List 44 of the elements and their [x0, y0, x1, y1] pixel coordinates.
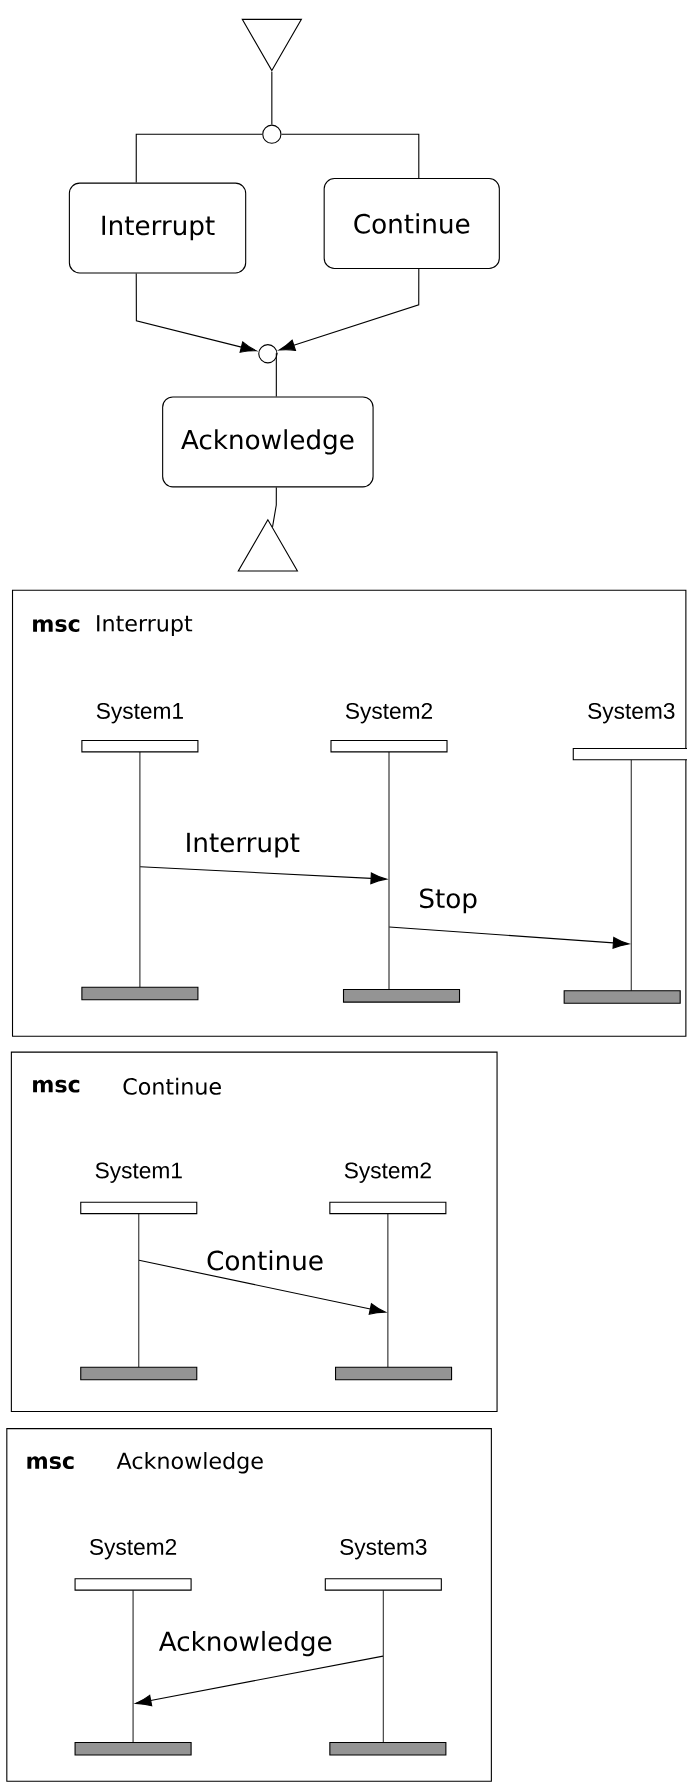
- lifeline-label: System2: [344, 1162, 431, 1183]
- triangle: [241, 18, 303, 72]
- instance-end: [80, 1366, 198, 1381]
- lifeline: [138, 1213, 140, 1368]
- lifeline: [631, 759, 632, 991]
- arrow: [139, 866, 387, 885]
- instance-head: [572, 747, 687, 761]
- connector-circle: [262, 124, 282, 144]
- arrow: [278, 268, 420, 351]
- instance-end: [563, 990, 681, 1004]
- instance-head: [74, 1578, 192, 1591]
- instance-head: [329, 1201, 447, 1215]
- process-box: Interrupt: [68, 182, 247, 274]
- edge-label: Interrupt: [187, 832, 300, 858]
- instance-end: [329, 1742, 447, 1756]
- instance-head: [324, 1578, 442, 1591]
- lifeline: [388, 751, 390, 990]
- lifeline-label: System2: [89, 1538, 177, 1560]
- arrow: [138, 1259, 386, 1315]
- lifeline-label: System1: [95, 1162, 182, 1183]
- lifeline-label: System3: [340, 1538, 427, 1560]
- process-box: Continue: [323, 178, 500, 269]
- instance-end: [342, 989, 461, 1003]
- lifeline: [139, 751, 141, 988]
- lifeline-label: System2: [345, 702, 432, 724]
- edge-label: Acknowledge: [158, 1630, 332, 1657]
- lifeline-label: System1: [96, 702, 183, 724]
- edge-label: Stop: [420, 888, 477, 914]
- edge-label: Continue: [207, 1250, 323, 1271]
- arrow: [135, 1655, 384, 1707]
- lifeline: [383, 1589, 384, 1743]
- instance-end: [335, 1366, 453, 1381]
- connector-circle: [258, 344, 278, 364]
- instance-end: [81, 986, 199, 1001]
- instance-end: [74, 1742, 192, 1756]
- arrow: [388, 926, 630, 949]
- lifeline: [132, 1589, 134, 1743]
- lifeline-label: System3: [588, 702, 675, 724]
- instance-head: [80, 1201, 198, 1215]
- instance-head: [330, 739, 448, 753]
- arrow: [135, 273, 257, 353]
- lifeline: [387, 1213, 389, 1368]
- process-box: Acknowledge: [162, 396, 374, 488]
- instance-head: [81, 739, 199, 753]
